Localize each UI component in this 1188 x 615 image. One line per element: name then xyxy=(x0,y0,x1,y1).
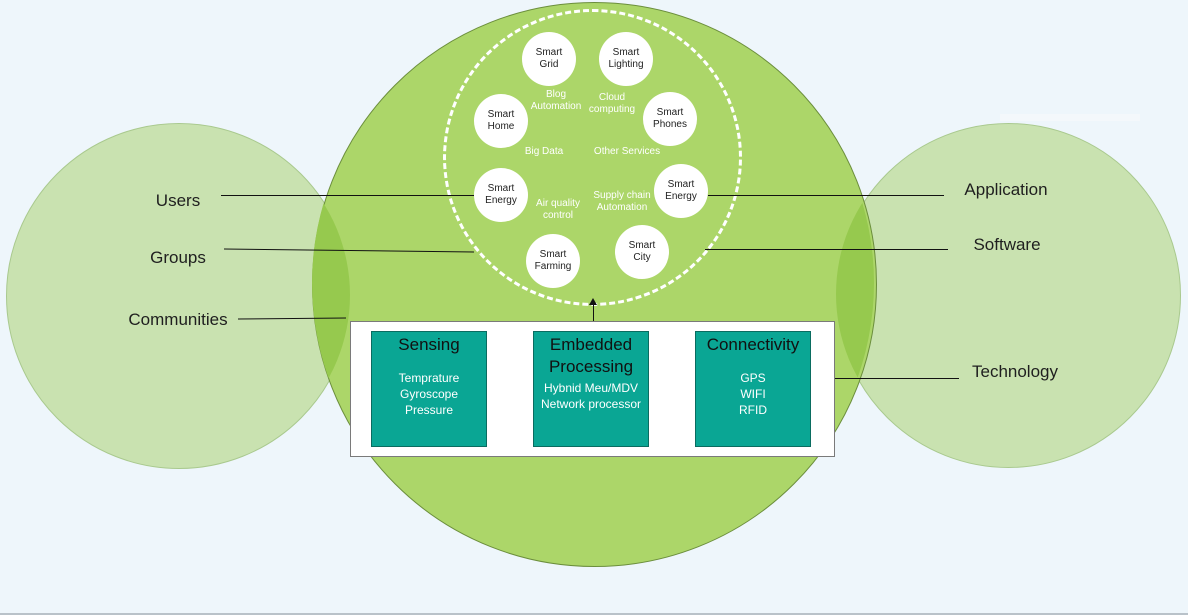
label-other-services: Other Services xyxy=(593,146,661,157)
box-sensing-items: Temprature Gyroscope Pressure xyxy=(398,371,460,417)
highlight-strip xyxy=(1000,114,1140,121)
label-software: Software xyxy=(973,235,1041,254)
label-big-data: Big Data xyxy=(524,146,564,157)
label-technology: Technology xyxy=(971,362,1059,381)
box-connectivity-items: GPS WIFI RFID xyxy=(739,371,767,417)
technology-panel: Sensing Temprature Gyroscope Pressure Em… xyxy=(350,321,835,457)
line-technology xyxy=(835,378,959,379)
box-connectivity-title: Connectivity xyxy=(706,335,800,354)
arrow-stem xyxy=(593,304,594,321)
box-sensing: Sensing Temprature Gyroscope Pressure xyxy=(371,331,487,447)
label-communities: Communities xyxy=(128,310,228,329)
box-connectivity: Connectivity GPS WIFI RFID xyxy=(695,331,811,447)
label-groups: Groups xyxy=(150,248,206,267)
box-embedded-processing: Embedded Processing Hybnid Meu/MDV Netwo… xyxy=(533,331,649,447)
line-software xyxy=(705,249,948,250)
line-application xyxy=(708,195,944,196)
label-users: Users xyxy=(155,191,201,210)
arrow-up-icon xyxy=(589,298,597,305)
application-circle xyxy=(836,123,1181,468)
line-users xyxy=(221,195,474,196)
label-application: Application xyxy=(964,180,1048,199)
box-sensing-title: Sensing xyxy=(398,335,460,354)
users-circle xyxy=(6,123,352,469)
box-embedded-title: Embedded Processing xyxy=(548,335,634,376)
box-embedded-items: Hybnid Meu/MDV Network processor xyxy=(540,381,642,411)
